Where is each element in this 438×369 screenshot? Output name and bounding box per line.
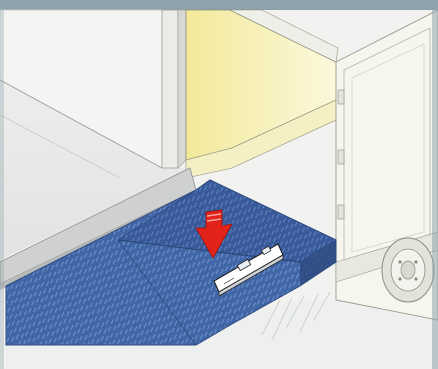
top-band xyxy=(0,0,438,10)
truck-wheel-icon xyxy=(382,238,434,302)
door-frame-left xyxy=(162,10,178,168)
